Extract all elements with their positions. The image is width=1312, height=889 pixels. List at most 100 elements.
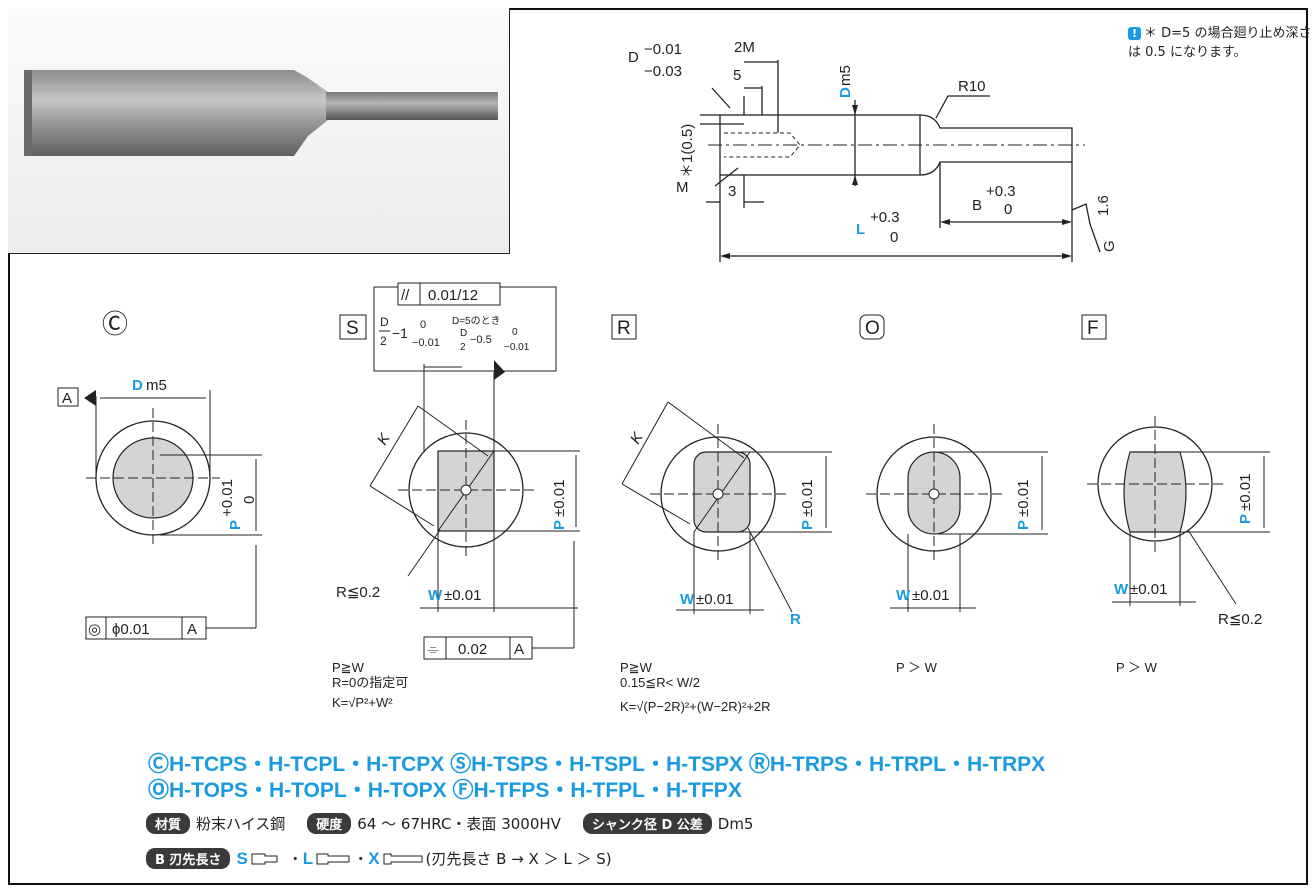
svg-text:2: 2 [460, 342, 466, 353]
section-s-w: W [428, 587, 443, 604]
tip-length-note: (刃先長さ B → X ＞ L ＞ S) [425, 850, 612, 868]
svg-text:−1: −1 [392, 325, 408, 341]
section-f-w: W [1114, 581, 1129, 598]
punch-photo-illustration [24, 70, 498, 156]
warning-icon: ! [1128, 27, 1141, 40]
dim-d-tol-lower: −0.03 [644, 63, 682, 80]
parallel-value: 0.01/12 [428, 287, 478, 304]
hardness-badge: 硬度 [307, 813, 352, 834]
section-c-p: P [227, 520, 244, 530]
product-photo [8, 8, 510, 254]
dim-l-upper: +0.3 [870, 209, 900, 226]
tip-length-badge: B 刃先長さ [146, 848, 231, 869]
dim-d-tol-upper: −0.01 [644, 41, 682, 58]
dim-l-lower: 0 [890, 229, 898, 246]
tip-s-icon [251, 853, 278, 864]
section-f-p: P [1237, 514, 1254, 524]
tip-s: S [236, 848, 248, 868]
dim-5: 5 [733, 67, 741, 84]
section-o-p: P [1015, 520, 1032, 530]
model-line-1: ⒸH-TCPS・H-TCPL・H-TCPX ⓈH-TSPS・H-TSPL・H-T… [148, 753, 1046, 776]
datum-a: A [62, 390, 72, 407]
section-c-label: Ⓒ [102, 309, 128, 339]
dim-m: M [676, 179, 689, 196]
section-o-w-tol: ±0.01 [912, 587, 949, 604]
dim-l: L [856, 221, 865, 238]
section-f-r: R≦0.2 [1218, 611, 1262, 628]
tip-x: X [368, 848, 380, 868]
dim-star-depth: ＊1(0.5) [679, 124, 696, 178]
tip-l: L [302, 848, 314, 868]
section-f-w-tol: ±0.01 [1130, 581, 1167, 598]
symmetry-symbol: ⌯ [427, 641, 439, 658]
concentricity-datum: A [187, 621, 197, 638]
section-s-r: R≦0.2 [336, 584, 380, 601]
dim-b-lower: 0 [1004, 201, 1012, 218]
section-f-caption: P ＞ W [1116, 660, 1157, 675]
dim-r10: R10 [958, 78, 986, 95]
dim-3: 3 [728, 183, 736, 200]
symmetry-datum: A [514, 641, 524, 658]
section-f: F P ±0.01 W ±0.01 R≦0.2 [1081, 314, 1270, 628]
parallel-symbol: // [401, 287, 410, 304]
material-badge: 材質 [146, 813, 191, 834]
svg-text:−0.01: −0.01 [412, 337, 440, 349]
section-r-caption: P≧W 0.15≦R< W/2 K=√(P−2R)²+(W−2R)²+2R [620, 660, 771, 714]
dim-d-shank: D [837, 87, 854, 98]
section-c-m5: m5 [146, 377, 167, 394]
concentricity-value: ϕ0.01 [112, 621, 150, 638]
svg-text:2: 2 [380, 334, 387, 348]
section-f-p-tol: ±0.01 [1237, 474, 1254, 511]
section-r-p: P [799, 520, 816, 530]
section-c-d: D [132, 377, 143, 394]
section-r-p-tol: ±0.01 [799, 480, 816, 517]
surface-roughness: 1.6 [1095, 195, 1112, 216]
tip-x-icon [383, 853, 423, 864]
section-c-p-lower: 0 [241, 496, 258, 504]
section-o-label: O [865, 318, 880, 339]
section-s-k: K [374, 430, 394, 448]
svg-text:0: 0 [420, 319, 426, 331]
section-o-p-tol: ±0.01 [1015, 480, 1032, 517]
section-o-caption: P ＞ W [896, 660, 937, 675]
dim-b-upper: +0.3 [986, 183, 1016, 200]
shank-value: Dm5 [717, 814, 754, 833]
svg-text:D: D [380, 315, 389, 329]
dim-2m: 2M [734, 39, 755, 56]
svg-text:D=5のとき: D=5のとき [452, 315, 501, 327]
model-line-2: ⓄH-TOPS・H-TOPL・H-TOPX ⒻH-TFPS・H-TFPL・H-T… [148, 779, 742, 802]
hardness-value: 64 ～ 67HRC・表面 3000HV [357, 815, 561, 833]
svg-text:−0.5: −0.5 [470, 334, 492, 346]
material-value: 粉末ハイス鋼 [196, 815, 286, 833]
section-s-p: P [551, 520, 568, 530]
section-r-w-tol: ±0.01 [696, 591, 733, 608]
section-s-w-tol: ±0.01 [444, 587, 481, 604]
tip-l-icon [316, 853, 350, 864]
symmetry-value: 0.02 [458, 641, 487, 658]
dim-b: B [972, 197, 982, 214]
depth-note: !＊ D=5 の場合廻り止め深さは 0.5 になります。 [1128, 26, 1312, 60]
section-s-caption: P≧W R=0の指定可 K=√P²+W² [332, 660, 409, 710]
section-r: R K P ±0.01 W ±0.01 R [611, 314, 832, 628]
shank-badge: シャンク径 D 公差 [582, 813, 712, 834]
section-s-label: S [346, 318, 359, 339]
section-r-w: W [680, 591, 695, 608]
section-o: O P ±0.01 W ±0.01 [859, 314, 1048, 612]
tip-length-line: B 刃先長さ S ・ L ・ X (刃先長さ B → X ＞ L ＞ S) [146, 848, 612, 869]
svg-text:0: 0 [512, 327, 518, 338]
spec-line: 材質 粉末ハイス鋼 硬度 64 ～ 67HRC・表面 3000HV シャンク径 … [146, 813, 753, 834]
dim-d-label: D [628, 49, 639, 66]
svg-text:D: D [460, 328, 467, 339]
section-r-label: R [617, 318, 631, 339]
svg-text:−0.01: −0.01 [504, 342, 530, 353]
surface-g: G [1101, 240, 1118, 252]
concentricity-symbol: ◎ [88, 621, 101, 638]
section-c-p-upper: +0.01 [219, 479, 236, 517]
section-f-label: F [1087, 318, 1099, 339]
section-r-r: R [790, 611, 801, 628]
section-c: Ⓒ A D m5 P +0.01 0 ◎ ϕ0.01 A [57, 309, 262, 640]
section-s-p-tol: ±0.01 [551, 480, 568, 517]
dim-m5: m5 [837, 65, 854, 86]
